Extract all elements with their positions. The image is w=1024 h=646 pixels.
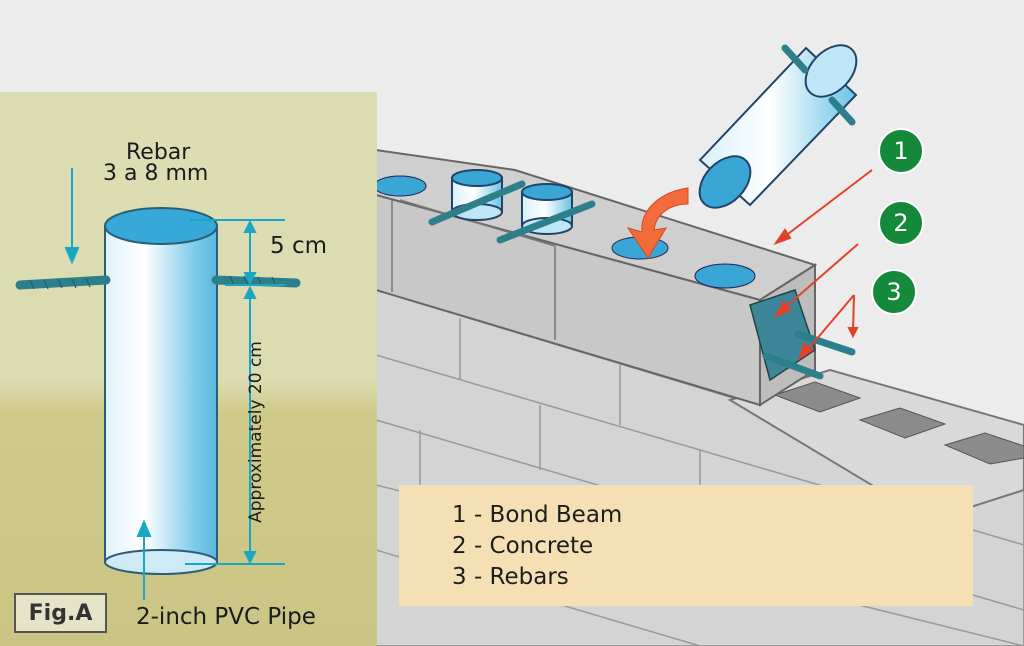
gap-dimension-label: 5 cm — [270, 233, 327, 259]
height-dimension-label: Approximately 20 cm — [246, 341, 266, 523]
badge-bond-beam: 1 — [878, 128, 924, 174]
bond-beam-rebars — [762, 330, 856, 380]
legend-item-concrete: 2 - Concrete — [452, 533, 594, 559]
pipe-pieces-on-wall — [428, 169, 596, 244]
figure-a-pipe-drawing — [15, 168, 301, 600]
badge-rebars: 3 — [871, 269, 917, 315]
rebar-size-label: 3 a 8 mm — [103, 161, 209, 186]
pointer-arrows — [773, 169, 873, 361]
legend-item-rebars: 3 - Rebars — [452, 564, 569, 590]
pipe-label: 2-inch PVC Pipe — [136, 604, 316, 630]
figure-a-tag: Fig.A — [14, 593, 107, 633]
falling-pvc-pipe — [698, 44, 858, 209]
legend-box: 1 - Bond Beam 2 - Concrete 3 - Rebars — [399, 485, 973, 606]
rebar-label: Rebar — [126, 140, 191, 165]
badge-concrete: 2 — [878, 200, 924, 246]
legend-item-bond-beam: 1 - Bond Beam — [452, 502, 623, 528]
insert-arrow — [626, 187, 689, 259]
